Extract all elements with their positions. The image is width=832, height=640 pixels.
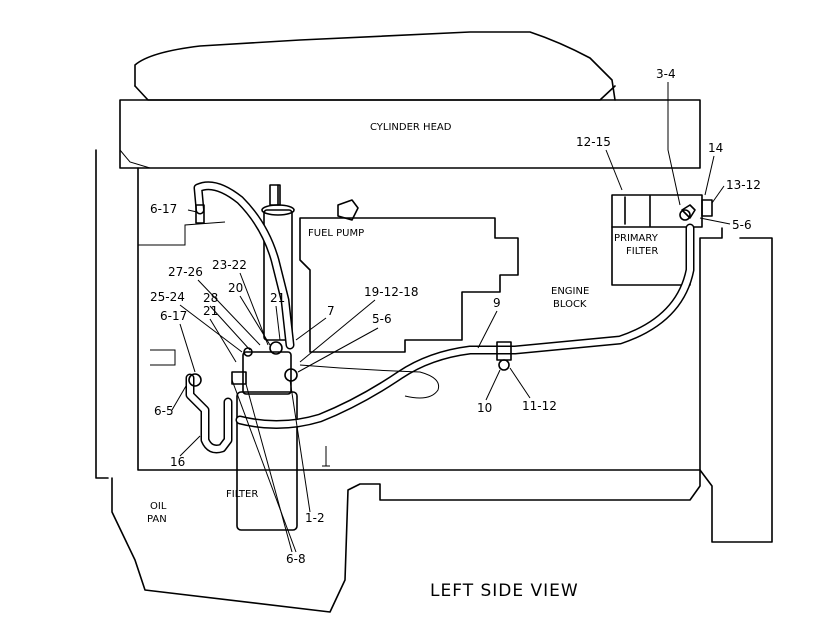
filter-label: FILTER bbox=[226, 489, 258, 500]
callout-5-6-mid: 5-6 bbox=[372, 312, 392, 326]
callout-20: 20 bbox=[228, 281, 243, 295]
primary-filter-label-line1: PRIMARY bbox=[614, 233, 659, 244]
valve-cover bbox=[134, 31, 616, 101]
callout-9: 9 bbox=[493, 296, 501, 310]
primary-filter-label-line2: FILTER bbox=[626, 246, 658, 257]
callout-19-12-18: 19-12-18 bbox=[364, 285, 418, 299]
callout-12-15: 12-15 bbox=[576, 135, 611, 149]
callout-21-upper: 21 bbox=[270, 291, 285, 305]
engine-block bbox=[95, 149, 773, 543]
callout-23-22: 23-22 bbox=[212, 258, 247, 272]
callout-3-4: 3-4 bbox=[656, 67, 676, 81]
callout-28: 28 bbox=[203, 291, 218, 305]
callout-27-26: 27-26 bbox=[168, 265, 203, 279]
cylinder-head-label: CYLINDER HEAD bbox=[370, 122, 452, 133]
fuel-pump bbox=[269, 184, 519, 353]
cylinder-head bbox=[119, 99, 701, 169]
callout-6-17-top: 6-17 bbox=[150, 202, 177, 216]
engine-block-label-line2: BLOCK bbox=[553, 299, 587, 310]
engine-block-label-line1: ENGINE bbox=[551, 286, 589, 297]
callout-6-8: 6-8 bbox=[286, 552, 306, 566]
view-title: LEFT SIDE VIEW bbox=[430, 581, 579, 601]
oil-pan-label-line1: OIL bbox=[150, 501, 167, 512]
callout-21-lower: 21 bbox=[203, 304, 218, 318]
callout-1-2: 1-2 bbox=[305, 511, 325, 525]
oil-pan bbox=[111, 469, 701, 613]
callout-16: 16 bbox=[170, 455, 185, 469]
oil-pan-label-line2: PAN bbox=[147, 514, 167, 525]
leader-lines bbox=[171, 82, 731, 553]
callout-6-5: 6-5 bbox=[154, 404, 174, 418]
callout-7: 7 bbox=[327, 304, 335, 318]
hose-16 bbox=[185, 373, 233, 454]
secondary-filter bbox=[236, 184, 298, 531]
callout-14: 14 bbox=[708, 141, 723, 155]
return-line bbox=[299, 364, 440, 399]
callout-10: 10 bbox=[477, 401, 492, 415]
callout-5-6-right: 5-6 bbox=[732, 218, 752, 232]
hose-9 bbox=[235, 223, 695, 429]
callout-25-24: 25-24 bbox=[150, 290, 185, 304]
fuel-pump-label: FUEL PUMP bbox=[308, 228, 364, 239]
callout-6-17-mid: 6-17 bbox=[160, 309, 187, 323]
callout-13-12: 13-12 bbox=[726, 178, 761, 192]
hose-6-17-top bbox=[193, 181, 295, 350]
callout-11-12: 11-12 bbox=[522, 399, 557, 413]
